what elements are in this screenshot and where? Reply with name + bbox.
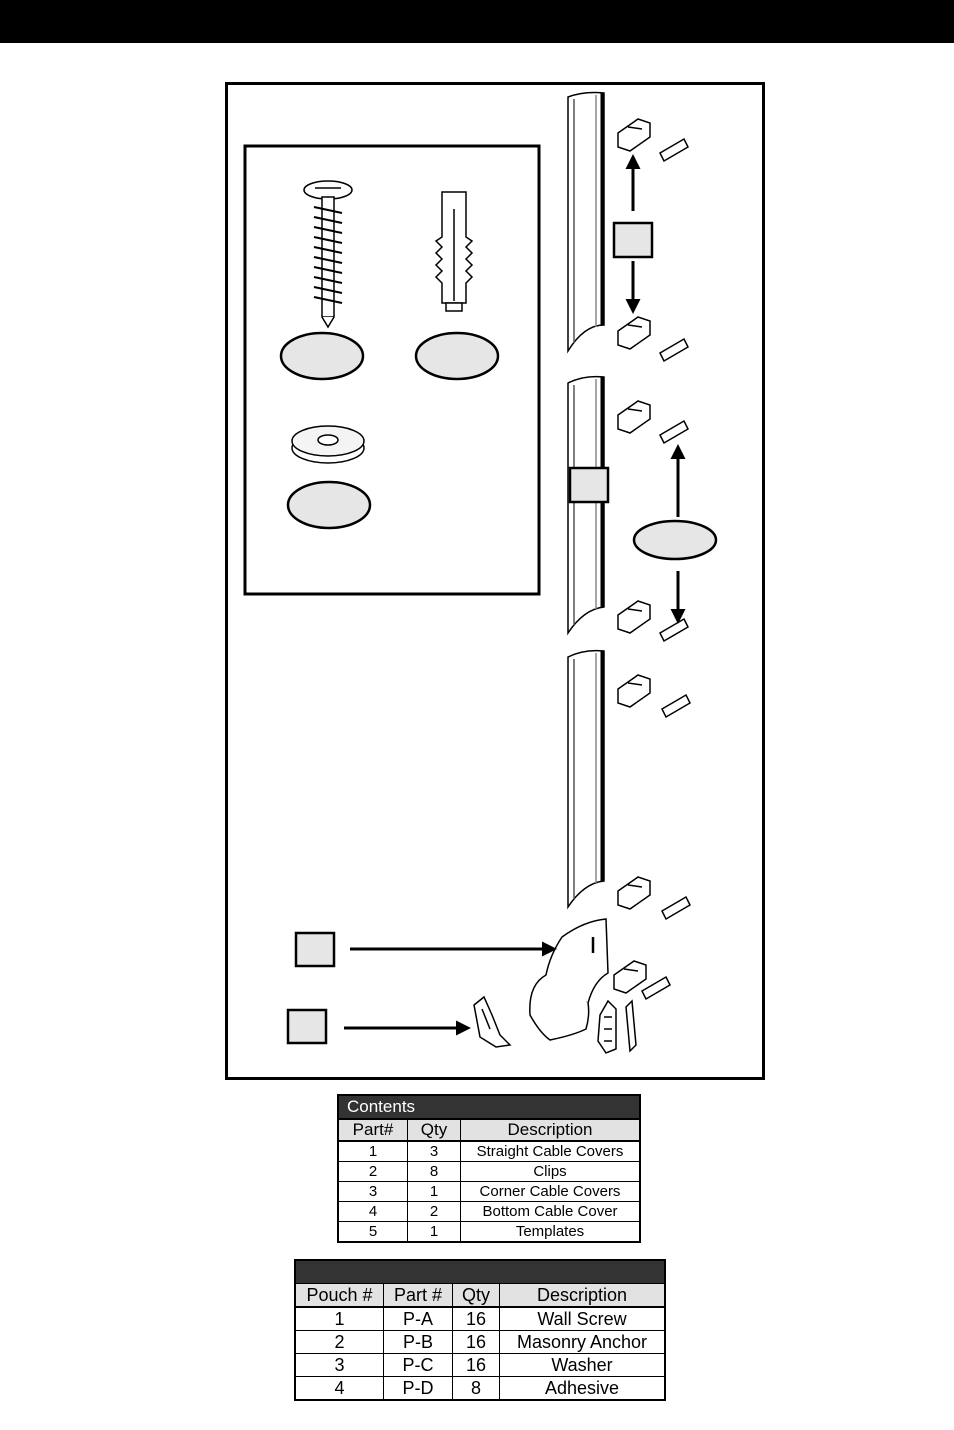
straight-cable-cover-3 — [567, 649, 605, 910]
hardware-table-title — [294, 1259, 666, 1284]
table-cell: 16 — [452, 1353, 500, 1377]
table-cell: 2 — [407, 1201, 461, 1222]
corner-cable-cover — [529, 918, 609, 1041]
table-cell: 1 — [407, 1221, 461, 1243]
table-row: 4 P-D 8 Adhesive — [294, 1376, 666, 1401]
table-cell: 16 — [452, 1330, 500, 1354]
table-row: 5 1 Templates — [337, 1221, 641, 1243]
table-cell: 4 — [294, 1376, 384, 1401]
table-row: 3 P-C 16 Washer — [294, 1353, 666, 1377]
table-cell: 5 — [337, 1221, 408, 1243]
table-cell: 1 — [337, 1140, 408, 1162]
bottom-cable-cover — [473, 995, 512, 1048]
hardware-table: Pouch # Part # Qty Description 1 P-A 16 … — [294, 1259, 666, 1401]
contents-table: Contents Part# Qty Description 1 3 Strai… — [337, 1094, 641, 1243]
table-cell: Bottom Cable Cover — [460, 1201, 641, 1222]
callout-square-bottom-cover — [286, 1008, 328, 1045]
table-row: 2 8 Clips — [337, 1161, 641, 1182]
wall-screw-icon — [303, 180, 353, 329]
table-cell: 3 — [407, 1140, 461, 1162]
straight-cable-cover-2 — [567, 375, 605, 636]
callout-oval-anchor — [414, 331, 500, 381]
table-row: 4 2 Bottom Cable Cover — [337, 1201, 641, 1222]
table-cell: Straight Cable Covers — [460, 1140, 641, 1162]
table-cell: Adhesive — [499, 1376, 666, 1401]
exploded-parts-diagram — [225, 82, 765, 1080]
callout-oval-adhesive — [632, 519, 718, 561]
table-cell: Clips — [460, 1161, 641, 1182]
table-cell: 4 — [337, 1201, 408, 1222]
table-cell: Corner Cable Covers — [460, 1181, 641, 1202]
table-cell: Templates — [460, 1221, 641, 1243]
table-cell: Masonry Anchor — [499, 1330, 666, 1354]
column-header-part: Part # — [383, 1283, 453, 1308]
callout-square-clips — [612, 221, 654, 259]
callout-square-corner-cover — [294, 931, 336, 968]
column-header-qty: Qty — [452, 1283, 500, 1308]
column-header-description: Description — [499, 1283, 666, 1308]
table-row: 1 P-A 16 Wall Screw — [294, 1306, 666, 1331]
table-cell: 16 — [452, 1306, 500, 1331]
column-header-part: Part# — [337, 1118, 408, 1142]
washer-icon — [291, 425, 365, 464]
masonry-anchor-icon — [434, 191, 474, 312]
table-cell: P-A — [383, 1306, 453, 1331]
table-cell: Washer — [499, 1353, 666, 1377]
table-cell: P-D — [383, 1376, 453, 1401]
adhesive-pad-icon — [625, 137, 691, 1053]
callout-square-cable-cover — [568, 466, 610, 504]
table-cell: 2 — [337, 1161, 408, 1182]
table-cell: 3 — [294, 1353, 384, 1377]
table-cell: 2 — [294, 1330, 384, 1354]
table-row: 2 P-B 16 Masonry Anchor — [294, 1330, 666, 1354]
column-header-description: Description — [460, 1118, 641, 1142]
column-header-pouch: Pouch # — [294, 1283, 384, 1308]
callout-oval-washer — [286, 480, 372, 530]
table-cell: 8 — [452, 1376, 500, 1401]
table-cell: 1 — [294, 1306, 384, 1331]
table-cell: 3 — [337, 1181, 408, 1202]
callout-oval-screw — [279, 331, 365, 381]
contents-table-title: Contents — [337, 1094, 641, 1120]
straight-cable-cover-1 — [567, 91, 605, 354]
header-bar — [0, 0, 954, 43]
table-cell: 1 — [407, 1181, 461, 1202]
table-cell: P-C — [383, 1353, 453, 1377]
table-cell: Wall Screw — [499, 1306, 666, 1331]
table-row: 1 3 Straight Cable Covers — [337, 1140, 641, 1162]
table-cell: 8 — [407, 1161, 461, 1182]
template-icon — [597, 999, 617, 1054]
column-header-qty: Qty — [407, 1118, 461, 1142]
clip-icon — [613, 118, 651, 994]
table-cell: P-B — [383, 1330, 453, 1354]
table-row: 3 1 Corner Cable Covers — [337, 1181, 641, 1202]
